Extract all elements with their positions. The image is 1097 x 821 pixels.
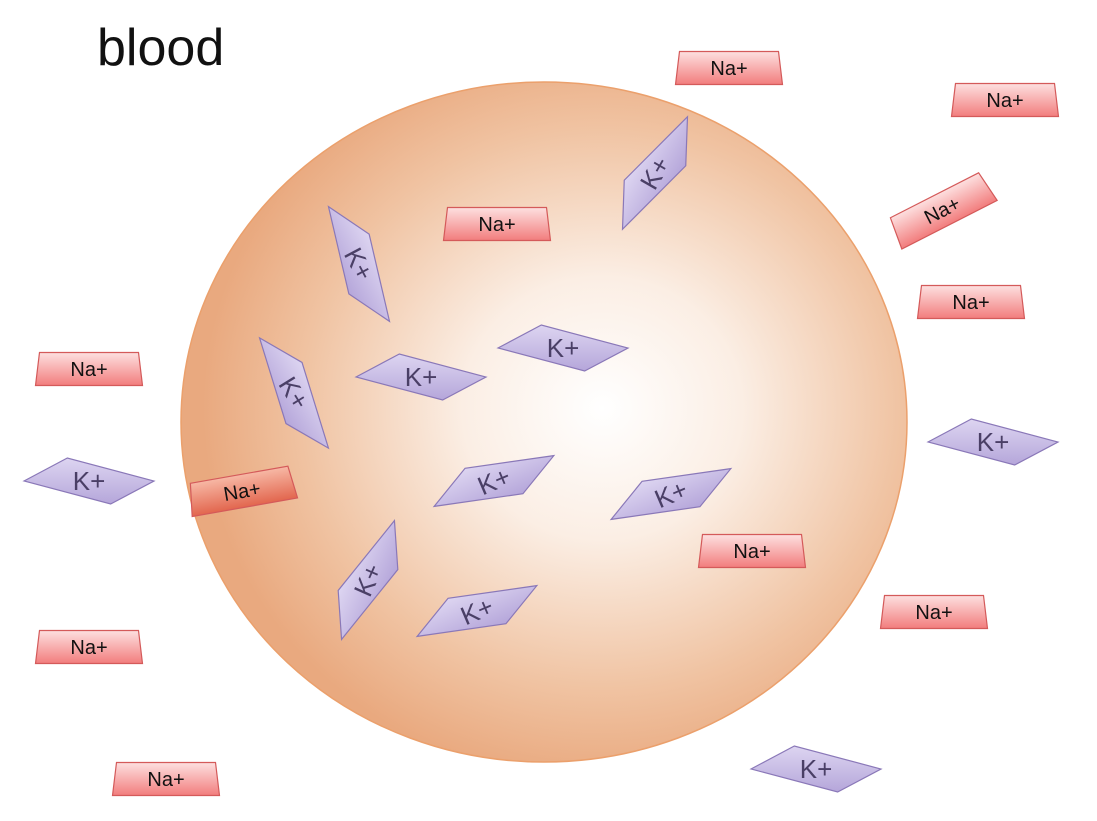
- potassium-ion: K+: [926, 418, 1060, 466]
- sodium-ion: Na+: [889, 172, 999, 250]
- potassium-ion-shape: [432, 454, 556, 508]
- sodium-ion-shape: [950, 82, 1060, 118]
- sodium-ion-label: Na+: [70, 359, 107, 381]
- sodium-ion-shape: [34, 351, 144, 387]
- potassium-ion: K+: [432, 454, 556, 508]
- potassium-ion: K+: [327, 205, 391, 323]
- potassium-ion: K+: [415, 584, 539, 638]
- potassium-ion: K+: [354, 353, 488, 401]
- potassium-ion-shape: [609, 467, 733, 521]
- sodium-ion: Na+: [189, 465, 299, 518]
- potassium-ion-shape: [258, 336, 330, 450]
- sodium-ion-shape: [879, 594, 989, 630]
- potassium-ion-label: K+: [977, 427, 1010, 457]
- potassium-ion-shape: [354, 353, 488, 401]
- sodium-ion: Na+: [111, 761, 221, 797]
- sodium-ion: Na+: [34, 351, 144, 387]
- potassium-ion-shape: [749, 745, 883, 793]
- sodium-ion-label: Na+: [70, 637, 107, 659]
- potassium-ion-label: K+: [800, 754, 833, 784]
- sodium-ion-shape: [674, 50, 784, 86]
- potassium-ion-shape: [337, 519, 399, 641]
- potassium-ion-shape: [621, 115, 689, 231]
- sodium-ion-shape: [111, 761, 221, 797]
- sodium-ion: Na+: [879, 594, 989, 630]
- sodium-ion-shape: [189, 465, 299, 518]
- potassium-ion-shape: [22, 457, 156, 505]
- sodium-ion: Na+: [674, 50, 784, 86]
- sodium-ion-label: Na+: [710, 58, 747, 80]
- potassium-ion: K+: [749, 745, 883, 793]
- sodium-ion-shape: [889, 172, 999, 250]
- potassium-ion-shape: [327, 205, 391, 323]
- sodium-ion-shape: [697, 533, 807, 569]
- sodium-ion: Na+: [697, 533, 807, 569]
- potassium-ion-label: K+: [547, 333, 580, 363]
- sodium-ion: Na+: [916, 284, 1026, 320]
- potassium-ion-label: K+: [405, 362, 438, 392]
- sodium-ion-label: Na+: [915, 602, 952, 624]
- sodium-ion-shape: [34, 629, 144, 665]
- sodium-ion-label: Na+: [986, 90, 1023, 112]
- potassium-ion-shape: [415, 584, 539, 638]
- potassium-ion-label: K+: [73, 466, 106, 496]
- sodium-ion-label: Na+: [147, 769, 184, 791]
- sodium-ion: Na+: [442, 206, 552, 242]
- potassium-ion-shape: [496, 324, 630, 372]
- sodium-ion-label: Na+: [478, 214, 515, 236]
- sodium-ion: Na+: [34, 629, 144, 665]
- potassium-ion: K+: [496, 324, 630, 372]
- potassium-ion: K+: [22, 457, 156, 505]
- diagram-title: blood: [97, 19, 225, 77]
- potassium-ion: K+: [609, 467, 733, 521]
- potassium-ion-shape: [926, 418, 1060, 466]
- sodium-ion-shape: [442, 206, 552, 242]
- sodium-ion: Na+: [950, 82, 1060, 118]
- sodium-ion-label: Na+: [733, 541, 770, 563]
- sodium-ion-shape: [916, 284, 1026, 320]
- sodium-ion-label: Na+: [952, 292, 989, 314]
